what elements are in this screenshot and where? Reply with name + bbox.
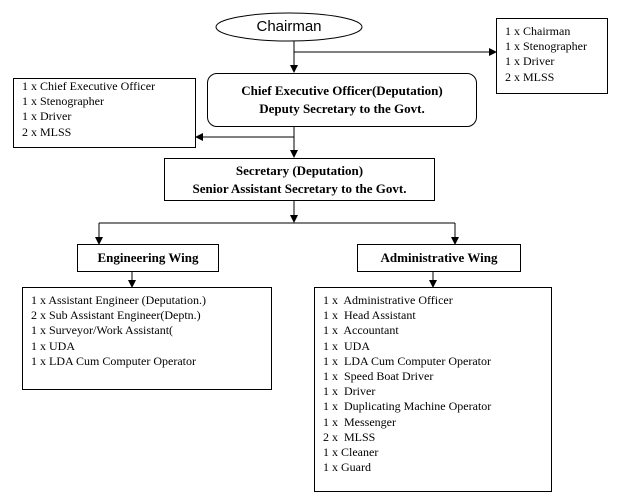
list-item: 2 x Sub Assistant Engineer(Deptn.) xyxy=(31,308,201,323)
list-item: 2 x MLSS xyxy=(505,69,555,84)
list-item: 1 x Messenger xyxy=(323,414,396,429)
ceo-title: Chief Executive Officer(Deputation) xyxy=(241,83,443,98)
list-item: 1 x Administrative Officer xyxy=(323,293,453,307)
list-item: 2 x MLSS xyxy=(22,124,72,139)
chairman-staff-box: 1 x Chairman 1 x Stenographer 1 x Driver… xyxy=(496,18,608,94)
ceo-staff-box: 1 x Chief Executive Officer 1 x Stenogra… xyxy=(13,78,196,148)
list-item: 1 x Head Assistant xyxy=(323,308,416,323)
list-item: 1 x Cleaner xyxy=(323,445,379,460)
list-item: 1 x Speed Boat Driver xyxy=(323,369,434,384)
engineering-wing-node: Engineering Wing xyxy=(77,244,219,272)
list-item: 1 x Guard xyxy=(323,460,371,475)
list-item: 1 x Chief Executive Officer xyxy=(22,79,156,93)
list-item: 2 x MLSS xyxy=(323,429,376,444)
list-item: 1 x LDA Cum Computer Operator xyxy=(31,353,196,368)
list-item: 1 x Driver xyxy=(323,384,376,399)
ceo-node: Chief Executive Officer(Deputation) Depu… xyxy=(207,73,477,127)
list-item: 1 x UDA xyxy=(31,338,75,353)
list-item: 1 x Accountant xyxy=(323,323,399,338)
administrative-wing-node: Administrative Wing xyxy=(357,244,521,272)
list-item: 1 x Duplicating Machine Operator xyxy=(323,399,492,414)
list-item: 1 x Chairman xyxy=(505,24,571,38)
ceo-subtitle: Deputy Secretary to the Govt. xyxy=(259,101,425,116)
list-item: 1 x Stenographer xyxy=(505,39,587,54)
list-item: 1 x Driver xyxy=(505,54,555,69)
list-item: 1 x LDA Cum Computer Operator xyxy=(323,353,491,368)
chairman-ellipse xyxy=(215,12,363,42)
administrative-wing-staff-box: 1 x Administrative Officer 1 x Head Assi… xyxy=(314,287,552,492)
list-item: 1 x Assistant Engineer (Deputation.) xyxy=(31,293,206,307)
secretary-title: Secretary (Deputation) xyxy=(235,163,364,178)
secretary-subtitle: Senior Assistant Secretary to the Govt. xyxy=(192,181,407,196)
secretary-node: Secretary (Deputation) Senior Assistant … xyxy=(164,158,435,201)
list-item: 1 x UDA xyxy=(323,338,370,353)
chairman-node: Chairman xyxy=(256,18,322,35)
list-item: 1 x Stenographer xyxy=(22,94,104,109)
list-item: 1 x Surveyor/Work Assistant( xyxy=(31,323,174,338)
engineering-wing-staff-box: 1 x Assistant Engineer (Deputation.) 2 x… xyxy=(22,287,272,390)
list-item: 1 x Driver xyxy=(22,109,72,124)
